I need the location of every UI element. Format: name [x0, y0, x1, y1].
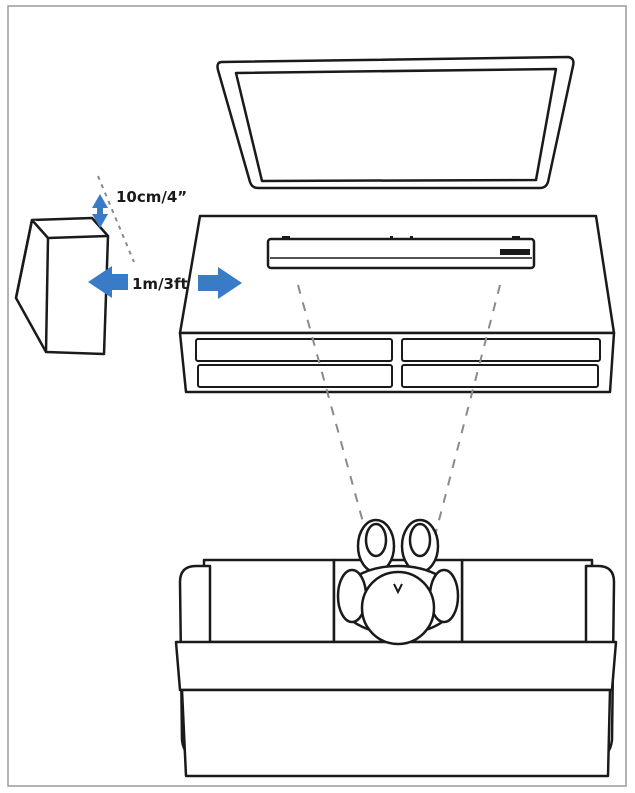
clearance-guide-line: [97, 175, 135, 263]
person-icon: [336, 518, 460, 646]
distance-arrow-icon: [88, 266, 242, 299]
distance-label: 1m/3ft: [132, 275, 188, 293]
clearance-arrow-icon: [92, 194, 108, 228]
soundbar-icon: [266, 236, 536, 270]
clearance-label: 10cm/4”: [116, 188, 187, 206]
subwoofer-icon: [14, 216, 110, 356]
tv-cabinet-icon: [178, 214, 616, 394]
diagram-frame: [7, 5, 627, 787]
tv-icon: [216, 55, 575, 190]
